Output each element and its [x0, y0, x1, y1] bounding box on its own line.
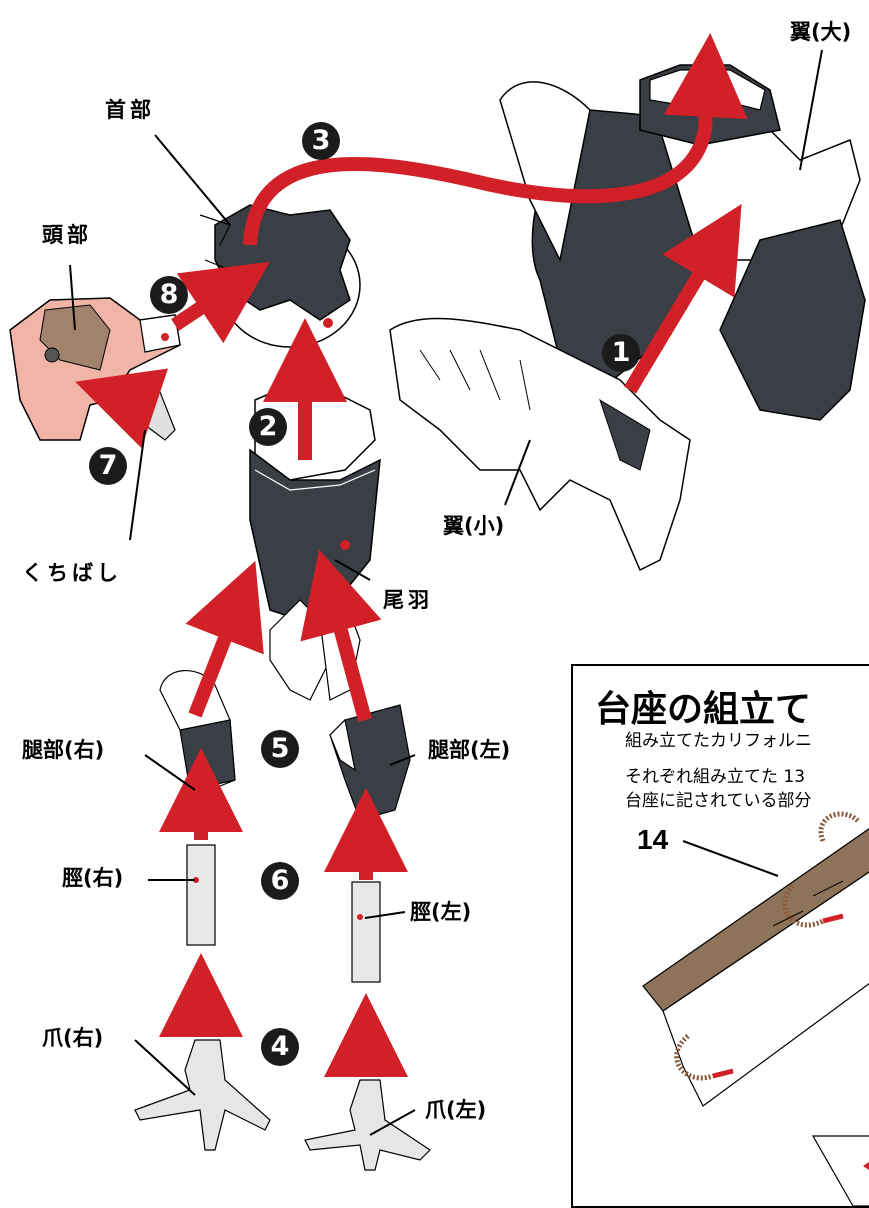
- step-number-5: 5: [261, 730, 299, 768]
- step-number-2: 2: [249, 408, 287, 446]
- label-shin-left: 脛(左): [410, 900, 472, 924]
- shin-left-part: [351, 881, 381, 983]
- shin-right-part: [186, 844, 216, 946]
- panel-text-line3: 台座に記されている部分: [625, 791, 812, 811]
- panel-text-line2: それぞれ組み立てた 13: [625, 767, 806, 787]
- label-neck: 首部: [105, 98, 155, 122]
- label-wing-small: 翼(小): [443, 514, 505, 538]
- thigh-right-part: [159, 670, 236, 791]
- neck-part: [199, 204, 361, 348]
- label-beak: くちばし: [22, 561, 122, 585]
- label-claw-right: 爪(右): [42, 1026, 104, 1050]
- step-number-1: 1: [602, 334, 640, 372]
- arrow-5a: [185, 560, 264, 718]
- arrow-3: [243, 33, 748, 246]
- claw-right-part: [134, 1039, 271, 1151]
- label-head: 頭部: [42, 223, 92, 247]
- panel-part-number: 14: [637, 824, 669, 855]
- step-number-8: 8: [150, 276, 188, 314]
- label-shin-right: 脛(右): [62, 866, 124, 890]
- label-wing-large: 翼(大): [790, 20, 852, 44]
- panel-title: 台座の組立て: [595, 689, 812, 730]
- arrow-5b: [300, 549, 382, 722]
- wing-small-part: [389, 317, 691, 572]
- step-number-4: 4: [261, 1028, 299, 1066]
- step-number-3: 3: [302, 122, 340, 160]
- label-claw-left: 爪(左): [425, 1098, 487, 1122]
- stand-assembly-panel: 台座の組立て 組み立てたカリフォルニ それぞれ組み立てた 13 台座に記されてい…: [571, 664, 869, 1208]
- step-number-7: 7: [89, 447, 127, 485]
- step-number-6: 6: [261, 862, 299, 900]
- label-thigh-right: 腿部(右): [22, 738, 105, 762]
- leader-lines: [69, 49, 823, 1136]
- assembly-diagram: [9, 33, 866, 1171]
- arrow-7: [75, 368, 169, 449]
- label-thigh-left: 腿部(左): [428, 738, 511, 762]
- arrow-8: [171, 261, 270, 344]
- assembly-arrows: [75, 33, 748, 1077]
- claw-left-part: [304, 1079, 431, 1171]
- stand-illustration: [642, 811, 869, 1206]
- panel-text-line1: 組み立てたカリフォルニ: [625, 731, 812, 751]
- arrow-1: [623, 203, 742, 394]
- label-tail: 尾羽: [383, 588, 433, 612]
